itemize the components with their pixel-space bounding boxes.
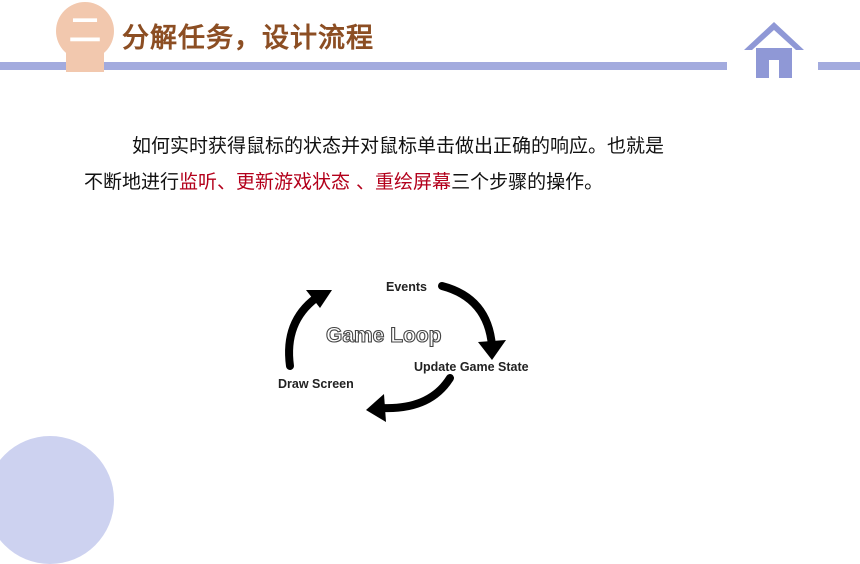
- section-badge-number: 二: [68, 11, 101, 49]
- arrow-draw-to-events: [285, 294, 320, 370]
- arrowhead-events-to-update: [478, 340, 506, 360]
- arrowhead-draw-to-events: [306, 290, 332, 308]
- body-line-1-text: 如何实时获得鼠标的状态并对鼠标单击做出正确的响应。也就是: [132, 135, 665, 157]
- arrow-events-to-update: [438, 282, 496, 350]
- header-accent-bar-right: [818, 62, 860, 70]
- section-badge-circle: [56, 2, 114, 60]
- arrow-update-to-draw: [378, 374, 454, 413]
- body-paragraph: 如何实时获得鼠标的状态并对鼠标单击做出正确的响应。也就是 不断地进行监听、更新游…: [84, 128, 764, 200]
- decorative-circle: [0, 436, 114, 564]
- label-game-loop: Game Loop: [326, 324, 442, 347]
- game-loop-diagram: Events Game Loop Update Game State Draw …: [278, 280, 529, 422]
- header-accent-bar: [0, 62, 727, 70]
- body-line-1: 如何实时获得鼠标的状态并对鼠标单击做出正确的响应。也就是: [84, 128, 764, 164]
- section-badge: 二: [56, 2, 116, 72]
- label-events: Events: [386, 280, 427, 294]
- home-icon[interactable]: [742, 20, 806, 78]
- body-line-2: 不断地进行监听、更新游戏状态 、重绘屏幕三个步骤的操作。: [84, 164, 764, 200]
- label-draw-screen: Draw Screen: [278, 377, 354, 391]
- arrowhead-update-to-draw: [366, 394, 386, 422]
- body-line-2-prefix: 不断地进行: [84, 171, 180, 193]
- page-title: 分解任务，设计流程: [122, 23, 374, 54]
- label-update-game-state: Update Game State: [414, 360, 529, 374]
- body-line-2-highlight: 监听、更新游戏状态 、重绘屏幕: [179, 171, 452, 193]
- body-line-2-suffix: 三个步骤的操作。: [451, 171, 604, 193]
